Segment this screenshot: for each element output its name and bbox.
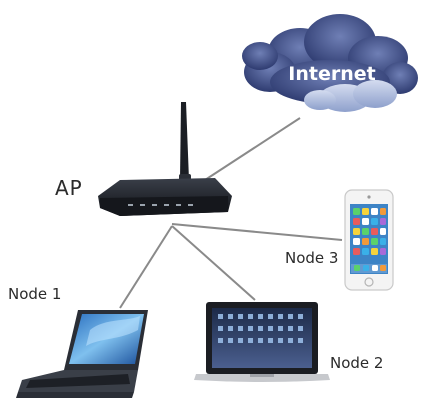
smartphone-icon bbox=[344, 189, 394, 291]
node-2-label: Node 2 bbox=[330, 354, 384, 372]
ap-label: AP bbox=[55, 176, 83, 200]
link-ap-node2 bbox=[171, 225, 256, 301]
node-3-label: Node 3 bbox=[285, 249, 339, 267]
laptop-icon bbox=[16, 310, 148, 398]
link-ap-node1 bbox=[119, 225, 173, 309]
internet-label: Internet bbox=[288, 63, 375, 85]
internet-cloud-icon: Internet bbox=[242, 14, 418, 112]
laptop-icon bbox=[194, 302, 330, 382]
node-1-label: Node 1 bbox=[8, 285, 62, 303]
connection-lines bbox=[119, 117, 343, 309]
wireless-router-icon bbox=[98, 102, 232, 216]
link-ap-internet bbox=[204, 117, 301, 181]
link-ap-node3 bbox=[171, 223, 343, 241]
